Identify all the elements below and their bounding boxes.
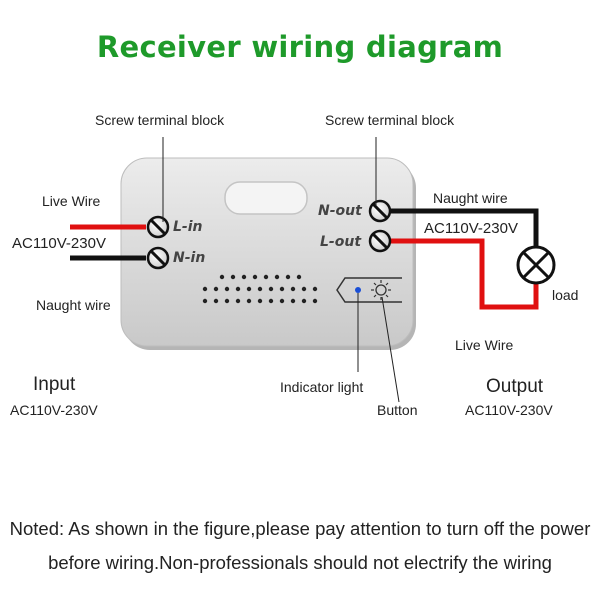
- live-wire-out: [390, 238, 539, 310]
- antenna-window: [224, 181, 308, 215]
- note-line-1: Noted: As shown in the figure,please pay…: [9, 518, 591, 539]
- naught-wire-in-label: Naught wire: [36, 297, 111, 313]
- neutral-wire-out: [390, 208, 539, 249]
- receiver-device: [120, 157, 416, 350]
- input-voltage: AC110V-230V: [10, 402, 98, 418]
- output-heading: Output: [486, 376, 544, 397]
- vent-hole: [219, 274, 225, 280]
- vent-holes: [202, 274, 318, 304]
- vent-hole: [252, 274, 258, 280]
- vent-hole: [263, 274, 269, 280]
- vent-hole: [301, 286, 307, 292]
- vent-hole: [213, 298, 219, 304]
- output-wires: [390, 208, 539, 310]
- ac-out-label: AC110V-230V: [424, 220, 518, 237]
- note-line-2: before wiring.Non-professionals should n…: [48, 552, 552, 573]
- vent-hole: [285, 274, 291, 280]
- indicator-button-area: [336, 277, 402, 303]
- vent-hole: [274, 274, 280, 280]
- input-wires: [70, 224, 146, 261]
- vent-hole: [290, 286, 296, 292]
- screw-terminal-label-right: Screw terminal block: [325, 112, 455, 128]
- load-lamp-icon: [516, 245, 556, 285]
- naught-wire-out-label: Naught wire: [433, 190, 508, 206]
- vent-hole: [246, 298, 252, 304]
- leader-lines: [162, 137, 400, 403]
- vent-hole: [279, 286, 285, 292]
- screw-l-out-icon: [368, 229, 392, 253]
- vent-hole: [241, 274, 247, 280]
- vent-hole: [257, 286, 263, 292]
- vent-hole: [224, 298, 230, 304]
- vent-hole: [235, 298, 241, 304]
- vent-hole: [235, 286, 241, 292]
- vent-hole: [246, 286, 252, 292]
- output-voltage: AC110V-230V: [465, 402, 553, 418]
- vent-hole: [230, 274, 236, 280]
- input-heading: Input: [33, 374, 76, 395]
- vent-hole: [202, 298, 208, 304]
- terminal-l-in-label: L-in: [173, 219, 203, 235]
- vent-hole: [202, 286, 208, 292]
- terminal-n-out-label: N-out: [318, 203, 362, 219]
- vent-hole: [213, 286, 219, 292]
- button-icon[interactable]: [371, 280, 391, 300]
- load-label: load: [552, 287, 579, 303]
- screw-terminal-label-left: Screw terminal block: [95, 112, 225, 128]
- screw-n-out-icon: [368, 199, 392, 223]
- vent-hole: [301, 298, 307, 304]
- vent-hole: [268, 286, 274, 292]
- vent-hole: [312, 298, 318, 304]
- vent-hole: [296, 274, 302, 280]
- indicator-light-label: Indicator light: [280, 379, 364, 395]
- live-wire-in-label: Live Wire: [42, 193, 101, 209]
- diagram-title: Receiver wiring diagram: [96, 30, 504, 64]
- button-label: Button: [377, 402, 418, 418]
- indicator-light-dot: [355, 287, 361, 293]
- terminal-n-in-label: N-in: [173, 250, 206, 266]
- vent-hole: [257, 298, 263, 304]
- vent-hole: [290, 298, 296, 304]
- screw-n-in-icon: [146, 246, 170, 270]
- vent-hole: [279, 298, 285, 304]
- vent-hole: [268, 298, 274, 304]
- ac-in-label: AC110V-230V: [12, 235, 106, 252]
- screw-l-in-icon: [146, 215, 170, 239]
- live-wire-out-label: Live Wire: [455, 337, 514, 353]
- vent-hole: [224, 286, 230, 292]
- terminal-l-out-label: L-out: [320, 234, 362, 250]
- vent-hole: [312, 286, 318, 292]
